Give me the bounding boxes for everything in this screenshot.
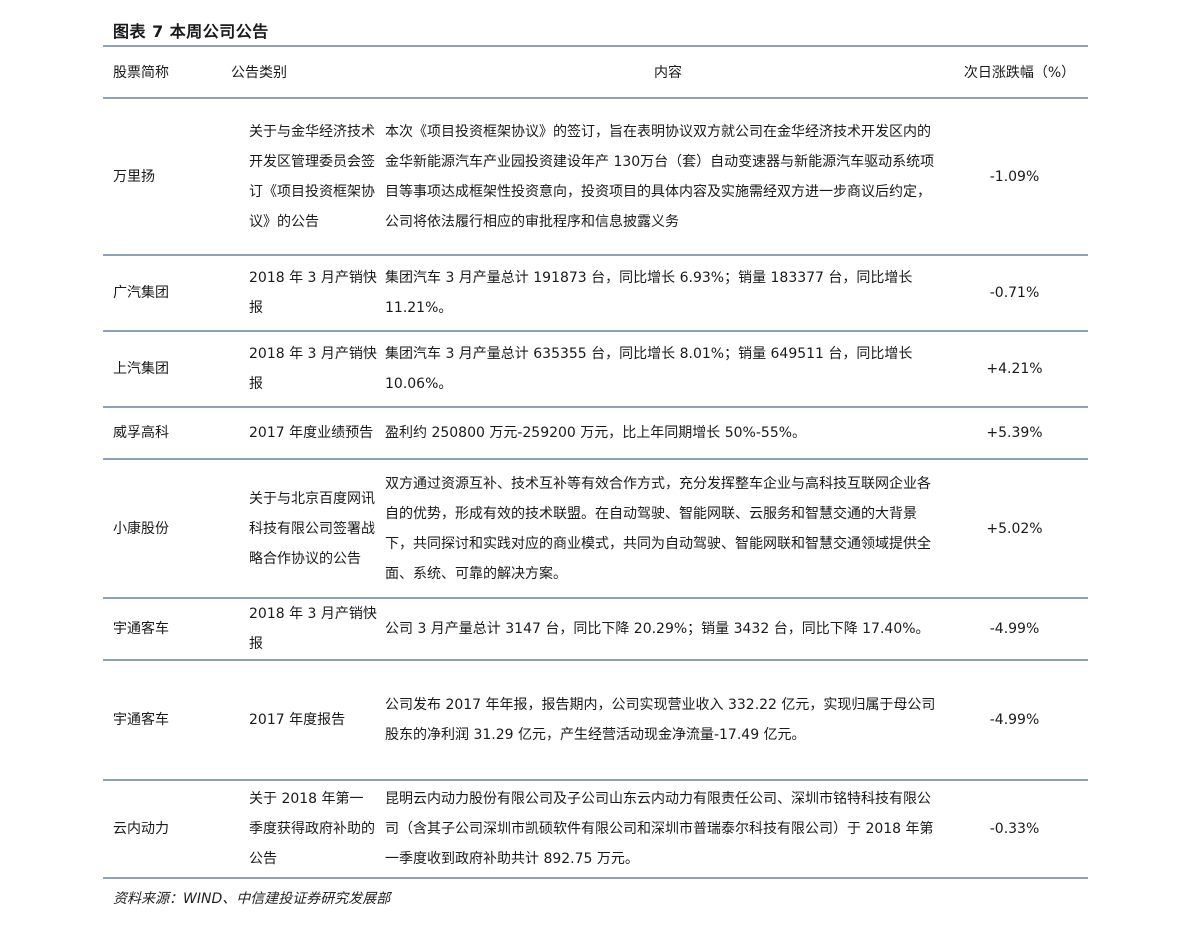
cell-content: 公司 3 月产量总计 3147 台，同比下降 20.29%；销量 3432 台，… xyxy=(385,598,941,661)
cell-announcement-type: 2017 年度业绩预告 xyxy=(221,407,385,460)
table-row: 广汽集团 2018 年 3 月产销快报 集团汽车 3 月产量总计 191873 … xyxy=(103,255,1088,332)
cell-next-day-change: -0.33% xyxy=(941,780,1088,879)
table-row: 云内动力 关于 2018 年第一季度获得政府补助的公告 昆明云内动力股份有限公司… xyxy=(103,780,1088,879)
cell-next-day-change: +5.02% xyxy=(941,459,1088,599)
table-row: 上汽集团 2018 年 3 月产销快报 集团汽车 3 月产量总计 635355 … xyxy=(103,331,1088,408)
header-announcement-type: 公告类别 xyxy=(221,45,385,99)
cell-announcement-type: 关于与北京百度网讯科技有限公司签署战略合作协议的公告 xyxy=(221,459,385,599)
table-row: 宇通客车 2017 年度报告 公司发布 2017 年年报，报告期内，公司实现营业… xyxy=(103,660,1088,781)
cell-content: 盈利约 250800 万元-259200 万元，比上年同期增长 50%-55%。 xyxy=(385,407,941,460)
cell-stock-name: 威孚高科 xyxy=(103,407,221,460)
source-note: 资料来源：WIND、中信建投证券研究发展部 xyxy=(113,891,391,907)
cell-announcement-type: 关于与金华经济技术开发区管理委员会签订《项目投资框架协议》的公告 xyxy=(221,98,385,256)
table-row: 小康股份 关于与北京百度网讯科技有限公司签署战略合作协议的公告 双方通过资源互补… xyxy=(103,459,1088,599)
cell-announcement-type: 2018 年 3 月产销快报 xyxy=(221,331,385,408)
table-row: 威孚高科 2017 年度业绩预告 盈利约 250800 万元-259200 万元… xyxy=(103,407,1088,460)
cell-next-day-change: -0.71% xyxy=(941,255,1088,332)
cell-stock-name: 宇通客车 xyxy=(103,598,221,661)
cell-next-day-change: -4.99% xyxy=(941,660,1088,781)
cell-next-day-change: +4.21% xyxy=(941,331,1088,408)
cell-stock-name: 上汽集团 xyxy=(103,331,221,408)
table-row: 宇通客车 2018 年 3 月产销快报 公司 3 月产量总计 3147 台，同比… xyxy=(103,598,1088,661)
cell-stock-name: 小康股份 xyxy=(103,459,221,599)
cell-next-day-change: -1.09% xyxy=(941,98,1088,256)
cell-announcement-type: 关于 2018 年第一季度获得政府补助的公告 xyxy=(221,780,385,879)
header-content: 内容 xyxy=(385,45,941,99)
cell-content: 双方通过资源互补、技术互补等有效合作方式，充分发挥整车企业与高科技互联网企业各自… xyxy=(385,459,941,599)
cell-stock-name: 云内动力 xyxy=(103,780,221,879)
cell-content: 公司发布 2017 年年报，报告期内，公司实现营业收入 332.22 亿元，实现… xyxy=(385,660,941,781)
cell-announcement-type: 2017 年度报告 xyxy=(221,660,385,781)
table-row: 万里扬 关于与金华经济技术开发区管理委员会签订《项目投资框架协议》的公告 本次《… xyxy=(103,98,1088,256)
cell-announcement-type: 2018 年 3 月产销快报 xyxy=(221,255,385,332)
cell-content: 集团汽车 3 月产量总计 635355 台，同比增长 8.01%；销量 6495… xyxy=(385,331,941,408)
figure-title: 图表 7 本周公司公告 xyxy=(113,22,269,41)
cell-content: 集团汽车 3 月产量总计 191873 台，同比增长 6.93%；销量 1833… xyxy=(385,255,941,332)
cell-stock-name: 广汽集团 xyxy=(103,255,221,332)
announcement-table-wrap: 股票简称 公告类别 内容 次日涨跌幅（%） 万里扬 关于与金华经济技术开发区管理… xyxy=(103,45,1088,879)
announcement-table: 股票简称 公告类别 内容 次日涨跌幅（%） 万里扬 关于与金华经济技术开发区管理… xyxy=(103,45,1088,879)
table-header-row: 股票简称 公告类别 内容 次日涨跌幅（%） xyxy=(103,45,1088,99)
cell-next-day-change: -4.99% xyxy=(941,598,1088,661)
cell-announcement-type: 2018 年 3 月产销快报 xyxy=(221,598,385,661)
cell-next-day-change: +5.39% xyxy=(941,407,1088,460)
cell-stock-name: 宇通客车 xyxy=(103,660,221,781)
cell-content: 本次《项目投资框架协议》的签订，旨在表明协议双方就公司在金华经济技术开发区内的金… xyxy=(385,98,941,256)
cell-content: 昆明云内动力股份有限公司及子公司山东云内动力有限责任公司、深圳市铭特科技有限公司… xyxy=(385,780,941,879)
header-next-day-change: 次日涨跌幅（%） xyxy=(941,45,1088,99)
cell-stock-name: 万里扬 xyxy=(103,98,221,256)
header-stock-name: 股票简称 xyxy=(103,45,221,99)
